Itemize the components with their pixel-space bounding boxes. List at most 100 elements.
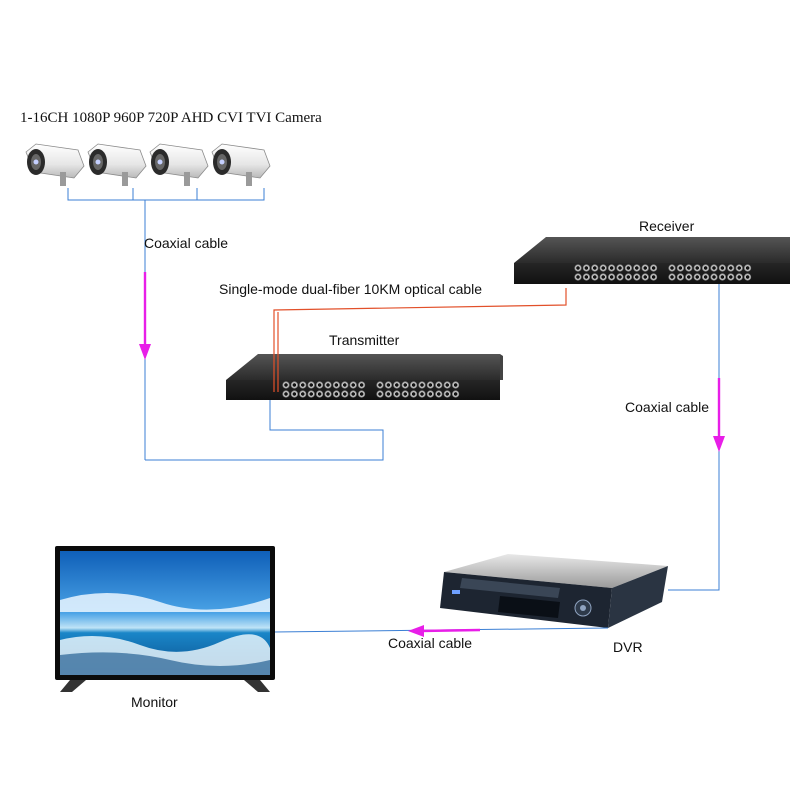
coax-label-bottom: Coaxial cable bbox=[388, 635, 473, 651]
receiver-label: Receiver bbox=[639, 218, 695, 234]
bnc-port bbox=[633, 264, 641, 272]
bnc-port bbox=[418, 390, 426, 398]
coax-arrow-down-left bbox=[139, 272, 151, 360]
bnc-port bbox=[641, 273, 649, 281]
bnc-port bbox=[418, 381, 426, 389]
bnc-port bbox=[299, 390, 307, 398]
receiver-coax-link bbox=[668, 284, 720, 591]
camera-icon bbox=[211, 143, 271, 186]
bnc-port bbox=[316, 381, 324, 389]
bnc-port bbox=[393, 390, 401, 398]
camera-row bbox=[25, 143, 271, 186]
bnc-port bbox=[401, 381, 409, 389]
bnc-port bbox=[435, 381, 443, 389]
bnc-port bbox=[376, 390, 384, 398]
bnc-port bbox=[452, 390, 460, 398]
bnc-port bbox=[582, 273, 591, 281]
bnc-port bbox=[616, 264, 624, 272]
bnc-port bbox=[650, 273, 658, 281]
bnc-port bbox=[735, 273, 743, 281]
bnc-port bbox=[668, 273, 676, 281]
bnc-port bbox=[693, 273, 701, 281]
bnc-port bbox=[443, 381, 451, 389]
bnc-port bbox=[685, 264, 693, 272]
coax-arrow-down-right bbox=[713, 378, 725, 452]
bnc-port bbox=[574, 264, 582, 272]
bnc-port bbox=[307, 390, 315, 398]
camera-icon bbox=[87, 143, 147, 186]
coax-label-top: Coaxial cable bbox=[144, 235, 229, 251]
bnc-port bbox=[384, 390, 392, 398]
fiber-receiver-icon bbox=[514, 237, 790, 284]
bnc-port bbox=[633, 273, 641, 281]
bnc-port bbox=[693, 264, 701, 272]
bnc-port bbox=[582, 264, 591, 272]
bnc-port bbox=[727, 264, 735, 272]
bnc-port bbox=[702, 273, 710, 281]
transmitter-label: Transmitter bbox=[329, 332, 400, 348]
bnc-port bbox=[676, 273, 685, 281]
bnc-port bbox=[341, 381, 349, 389]
diagram-title: 1-16CH 1080P 960P 720P AHD CVI TVI Camer… bbox=[20, 110, 322, 126]
bnc-port bbox=[685, 273, 693, 281]
bnc-port bbox=[384, 381, 392, 389]
bnc-port bbox=[574, 273, 582, 281]
bnc-port bbox=[410, 381, 418, 389]
bnc-port bbox=[282, 390, 290, 398]
bnc-port bbox=[608, 273, 616, 281]
bnc-port bbox=[332, 390, 340, 398]
bnc-port bbox=[608, 264, 616, 272]
bnc-port bbox=[290, 390, 298, 398]
bnc-port bbox=[591, 273, 599, 281]
bnc-port bbox=[676, 264, 685, 272]
bnc-port bbox=[349, 390, 357, 398]
bnc-port bbox=[452, 381, 460, 389]
bnc-port bbox=[358, 381, 366, 389]
camera-coax-bus bbox=[67, 188, 384, 461]
bnc-port bbox=[426, 390, 434, 398]
bnc-port bbox=[401, 390, 409, 398]
optical-fiber-link bbox=[273, 288, 567, 392]
monitor-icon bbox=[55, 546, 275, 692]
bnc-port bbox=[282, 381, 290, 389]
optical-cable-label: Single-mode dual-fiber 10KM optical cabl… bbox=[219, 281, 483, 297]
bnc-port bbox=[668, 264, 676, 272]
bnc-port bbox=[616, 273, 624, 281]
bnc-port bbox=[599, 264, 607, 272]
bnc-port bbox=[718, 273, 727, 281]
dvr-coax-link bbox=[273, 625, 609, 637]
bnc-port bbox=[641, 264, 649, 272]
bnc-port bbox=[376, 381, 384, 389]
bnc-port bbox=[702, 264, 710, 272]
monitor-label: Monitor bbox=[131, 694, 178, 710]
bnc-port bbox=[299, 381, 307, 389]
dvr-label: DVR bbox=[613, 639, 643, 655]
bnc-port bbox=[341, 390, 349, 398]
bnc-port bbox=[624, 273, 633, 281]
bnc-port bbox=[426, 381, 434, 389]
bnc-port bbox=[393, 381, 401, 389]
bnc-port bbox=[710, 273, 718, 281]
bnc-port bbox=[591, 264, 599, 272]
dvr-icon bbox=[440, 554, 668, 628]
bnc-port bbox=[307, 381, 315, 389]
bnc-port bbox=[435, 390, 443, 398]
bnc-port bbox=[599, 273, 607, 281]
bnc-port bbox=[650, 264, 658, 272]
bnc-port bbox=[727, 273, 735, 281]
coax-label-right: Coaxial cable bbox=[625, 399, 710, 415]
camera-icon bbox=[25, 143, 85, 186]
bnc-port bbox=[410, 390, 418, 398]
fiber-transmitter-icon bbox=[226, 354, 503, 400]
bnc-port bbox=[332, 381, 340, 389]
bnc-port bbox=[316, 390, 324, 398]
bnc-port bbox=[718, 264, 727, 272]
bnc-port bbox=[744, 264, 752, 272]
bnc-port bbox=[324, 390, 332, 398]
bnc-port bbox=[358, 390, 366, 398]
bnc-port bbox=[290, 381, 298, 389]
bnc-port bbox=[443, 390, 451, 398]
bnc-port bbox=[624, 264, 633, 272]
bnc-port bbox=[349, 381, 357, 389]
